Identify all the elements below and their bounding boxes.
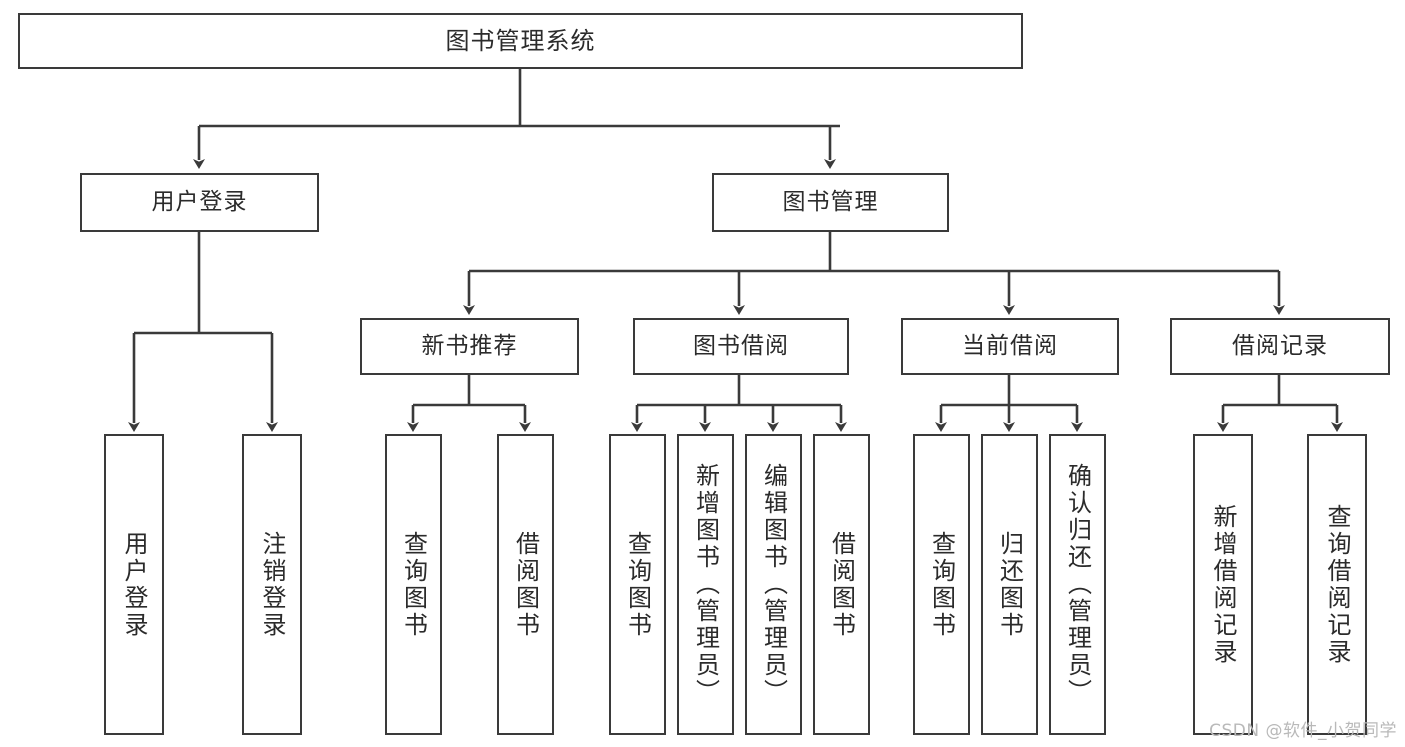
- node-current-borrow[interactable]: 当前借阅: [901, 318, 1119, 375]
- node-leaf-query-book-1-label: 查询图书: [399, 530, 428, 639]
- node-leaf-return-book-label: 归还图书: [995, 530, 1024, 639]
- node-leaf-query-book-2-label: 查询图书: [623, 530, 652, 639]
- node-leaf-edit-book-label: 编辑图书（管理员）: [759, 463, 788, 706]
- node-leaf-confirm-return-label: 确认归还（管理员）: [1063, 463, 1092, 706]
- node-leaf-logout[interactable]: 注销登录: [242, 434, 302, 735]
- node-leaf-add-book[interactable]: 新增图书（管理员）: [677, 434, 734, 735]
- node-leaf-query-record[interactable]: 查询借阅记录: [1307, 434, 1367, 735]
- node-book-borrow[interactable]: 图书借阅: [633, 318, 849, 375]
- node-leaf-return-book[interactable]: 归还图书: [981, 434, 1038, 735]
- node-new-book-rec[interactable]: 新书推荐: [360, 318, 579, 375]
- node-leaf-query-book-1[interactable]: 查询图书: [385, 434, 442, 735]
- node-leaf-confirm-return[interactable]: 确认归还（管理员）: [1049, 434, 1106, 735]
- node-root[interactable]: 图书管理系统: [18, 13, 1023, 69]
- node-leaf-add-book-label: 新增图书（管理员）: [691, 463, 720, 706]
- node-user-login[interactable]: 用户登录: [80, 173, 319, 232]
- node-leaf-borrow-book-1[interactable]: 借阅图书: [497, 434, 554, 735]
- node-leaf-query-book-3[interactable]: 查询图书: [913, 434, 970, 735]
- node-leaf-query-book-2[interactable]: 查询图书: [609, 434, 666, 735]
- node-book-manage[interactable]: 图书管理: [712, 173, 949, 232]
- csdn-watermark: CSDN @软件_小贺同学: [1209, 721, 1397, 741]
- node-leaf-query-book-3-label: 查询图书: [927, 530, 956, 639]
- node-leaf-user-login[interactable]: 用户登录: [104, 434, 164, 735]
- node-leaf-query-record-label: 查询借阅记录: [1323, 503, 1351, 666]
- node-leaf-logout-label: 注销登录: [258, 530, 286, 639]
- node-leaf-edit-book[interactable]: 编辑图书（管理员）: [745, 434, 802, 735]
- node-leaf-add-record-label: 新增借阅记录: [1209, 503, 1237, 666]
- node-leaf-borrow-book-1-label: 借阅图书: [511, 530, 540, 639]
- node-leaf-borrow-book-2[interactable]: 借阅图书: [813, 434, 870, 735]
- node-leaf-user-login-label: 用户登录: [120, 530, 148, 639]
- node-leaf-borrow-book-2-label: 借阅图书: [827, 530, 856, 639]
- node-leaf-add-record[interactable]: 新增借阅记录: [1193, 434, 1253, 735]
- node-borrow-record[interactable]: 借阅记录: [1170, 318, 1390, 375]
